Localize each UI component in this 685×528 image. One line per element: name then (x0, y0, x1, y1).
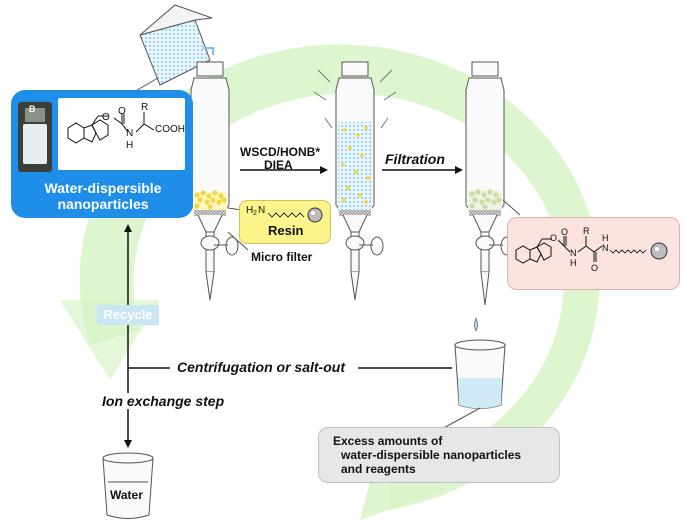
amino-acid-cooh-label: COOH (155, 124, 185, 135)
excess-line1: Excess amounts of (333, 434, 443, 448)
product-n1-label: N (570, 248, 577, 258)
water-label: Water (110, 488, 143, 502)
recycle-label: Recycle (97, 305, 159, 325)
resin-beads-1 (194, 190, 227, 210)
filtration-arrow (382, 166, 463, 174)
nanoparticle-label-line1: Water-dispersible (44, 180, 162, 196)
product-structure-box: O O N H R O H N (507, 217, 680, 290)
coupling-reagents-line1: WSCD/HONB* (240, 145, 320, 159)
fmoc-peptide-resin-structure (515, 236, 668, 264)
product-n2-label: N (602, 243, 609, 253)
collection-beaker (439, 339, 506, 431)
centrifugation-label: Centrifugation or salt-out (174, 359, 348, 375)
product-o2-label: O (561, 227, 569, 237)
product-beads-3 (468, 189, 502, 210)
fmoc-amino-acid-structure (67, 112, 155, 144)
resin-linker (267, 207, 323, 223)
ion-exchange-label: Ion exchange step (100, 393, 227, 409)
product-o1-label: O (550, 233, 558, 243)
reaction-arrow-1 (240, 166, 328, 174)
amino-acid-o2-label: O (118, 106, 126, 117)
suspended-beads-2 (341, 126, 370, 204)
nanoparticle-label-line2: nanoparticles (57, 196, 149, 212)
product-r-label: R (583, 226, 590, 236)
coupling-reagents-line2: DIEA (264, 158, 293, 172)
micro-filter-label: Micro filter (251, 250, 313, 264)
shake-lines (313, 69, 397, 129)
excess-reagents-box: Excess amounts of water-dispersible nano… (318, 427, 560, 483)
resin-subscript: 2 (253, 210, 257, 217)
resin-label: Resin (268, 223, 304, 238)
amino-acid-o-label: O (102, 112, 110, 123)
resin-h-label: H (246, 205, 254, 216)
product-o3-label: O (591, 263, 599, 273)
column-2 (313, 61, 397, 301)
product-h1-label: H (570, 258, 577, 268)
column-1 (190, 61, 249, 301)
product-h2-label: H (602, 233, 609, 243)
vial-photo: B (18, 102, 52, 172)
amino-acid-h-label: H (126, 140, 134, 151)
amino-acid-r-label: R (141, 102, 149, 113)
filtration-label: Filtration (385, 151, 445, 167)
excess-line3: and reagents (341, 462, 416, 476)
water-beaker (102, 452, 154, 519)
resin-n-label: N (258, 205, 266, 216)
column-3 (465, 61, 521, 332)
resin-box: H 2 N Resin (239, 200, 331, 244)
excess-line2: water-dispersible nanoparticles (341, 448, 522, 462)
panel-letter: B (29, 104, 36, 114)
recycle-arrow (124, 224, 132, 368)
amino-acid-structure-box: O O N H R COOH (58, 98, 185, 170)
amino-acid-n-label: N (126, 128, 134, 139)
pouring-beaker (119, 4, 214, 101)
